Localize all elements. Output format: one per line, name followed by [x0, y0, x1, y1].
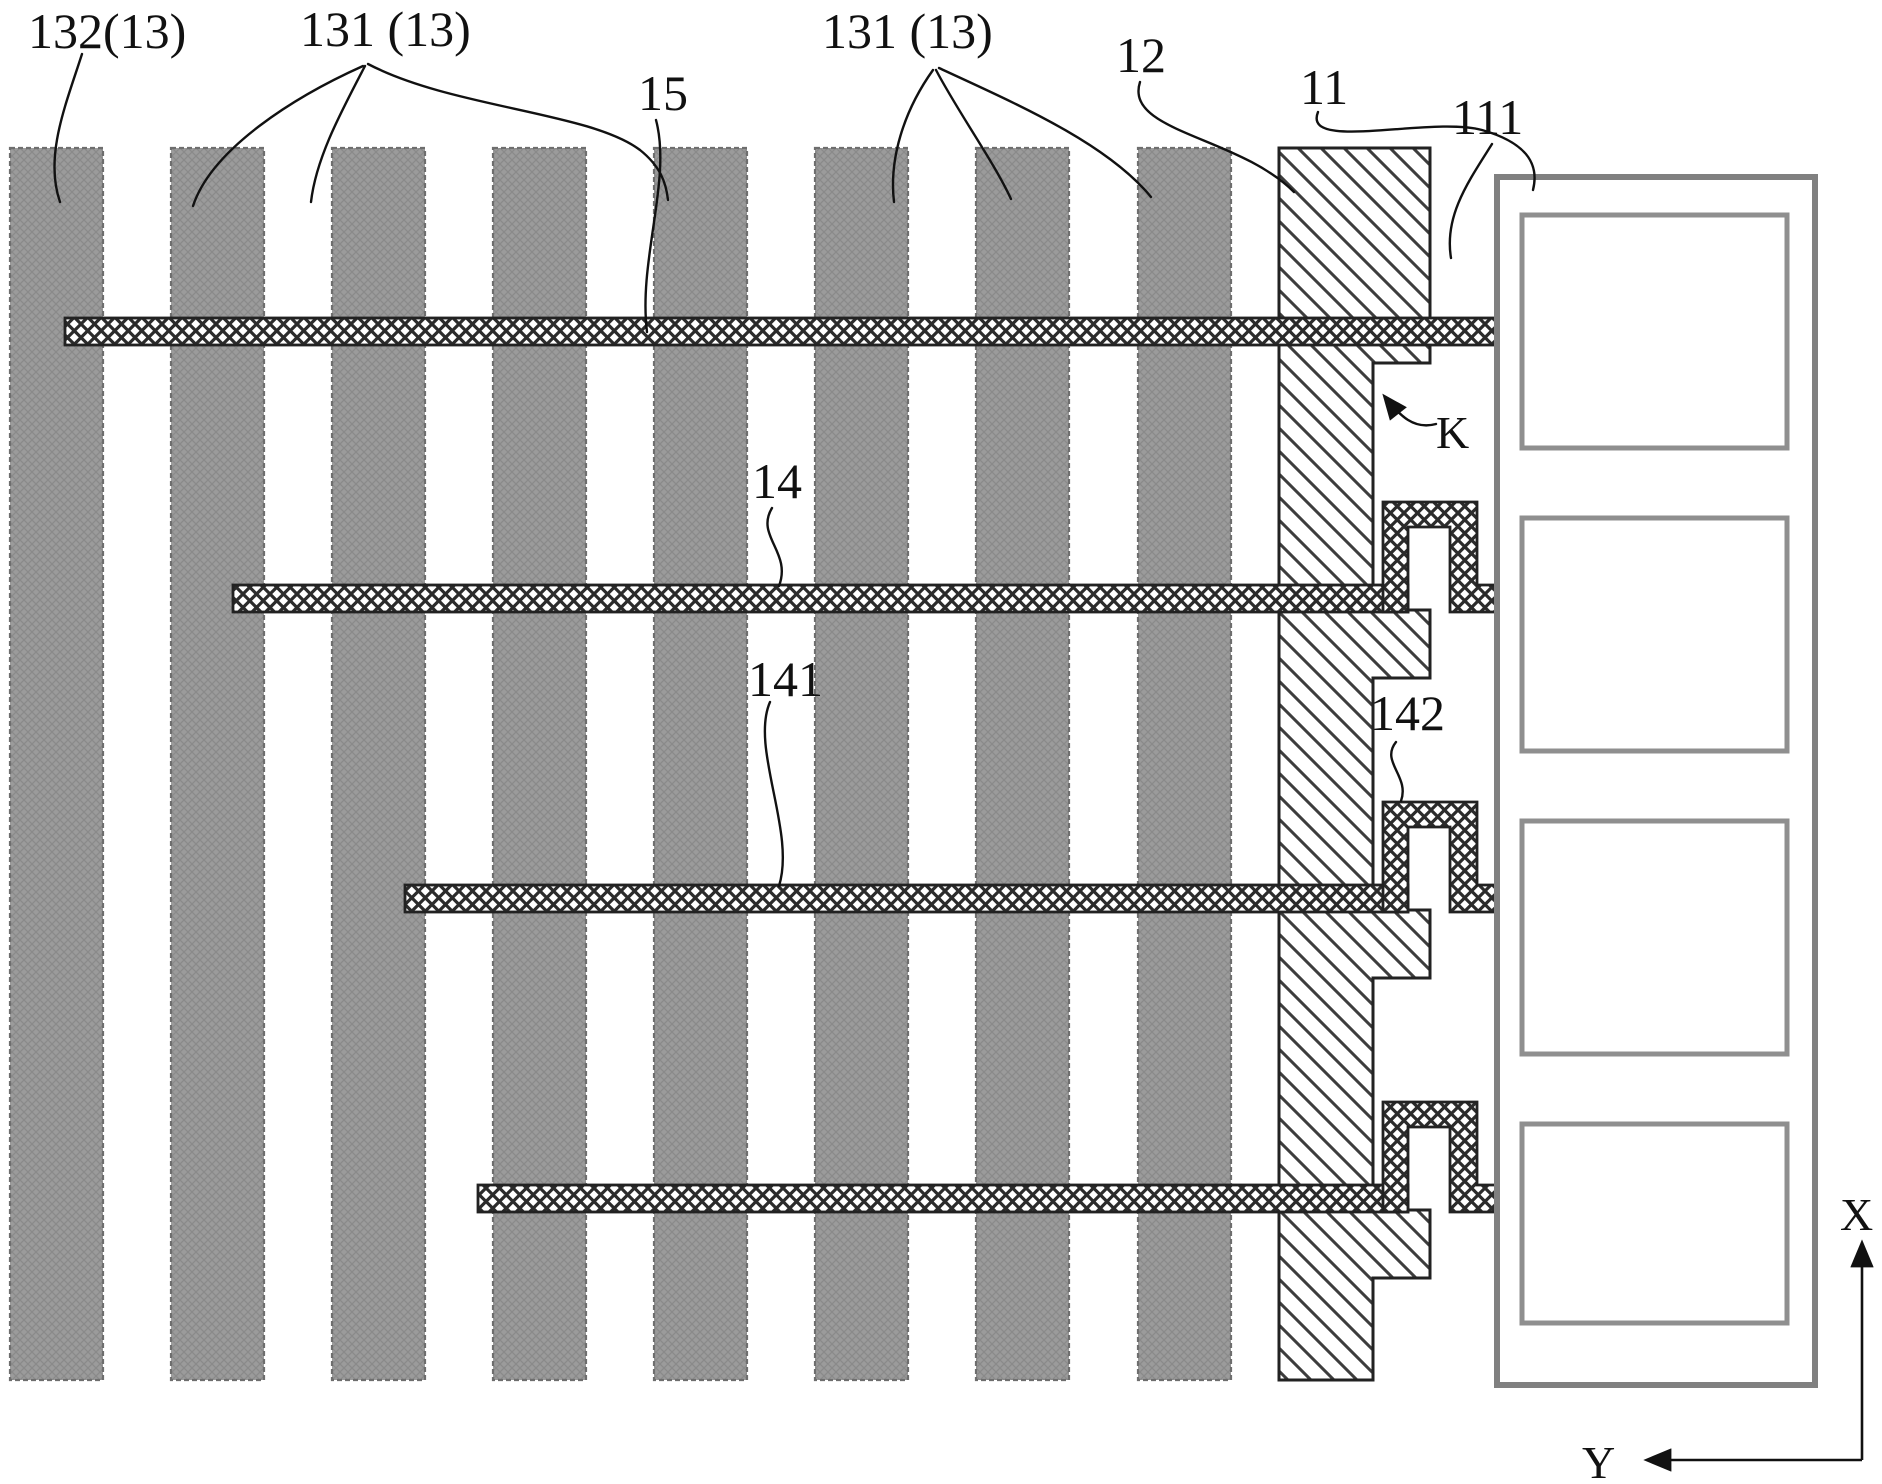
leader-14: [766, 506, 783, 588]
leader-111: [1448, 142, 1494, 260]
leader-131b-3: [937, 66, 1153, 199]
label-12: 12: [1116, 27, 1166, 83]
leader-141: [763, 700, 784, 888]
signal-line-131: [1136, 146, 1233, 1382]
label-axis-y: Y: [1582, 1437, 1615, 1484]
k-arrow: [1382, 393, 1438, 427]
axis-indicator: [1643, 1239, 1874, 1472]
pad-111: [1519, 212, 1790, 451]
label-141: 141: [748, 651, 823, 707]
leader-131a-2: [309, 64, 367, 204]
signal-line-131: [652, 146, 749, 1382]
leader-11: [1315, 110, 1536, 192]
leader-15: [644, 118, 662, 334]
trace-141: [403, 883, 1410, 914]
label-k: K: [1436, 407, 1469, 458]
leader-131a-1: [191, 64, 365, 208]
label-131b: 131 (13): [822, 3, 993, 59]
signal-line-132: [8, 146, 105, 1382]
trace-14: [231, 583, 1410, 614]
label-111: 111: [1452, 89, 1523, 145]
leader-12: [1137, 80, 1296, 194]
leader-131b-2: [934, 68, 1013, 201]
hook-connectors: [1381, 500, 1499, 1214]
signal-line-131: [330, 146, 427, 1382]
label-142: 142: [1370, 685, 1445, 741]
signal-line-131: [169, 146, 266, 1382]
pad-111: [1519, 1121, 1790, 1326]
trace-15: [63, 316, 1499, 347]
label-131a: 131 (13): [300, 1, 471, 57]
label-15: 15: [638, 65, 688, 121]
label-132: 132(13): [28, 3, 186, 59]
leader-lines: [53, 52, 1536, 888]
label-11: 11: [1300, 59, 1348, 115]
connector-142-mid: [1381, 800, 1499, 914]
signal-line-131: [974, 146, 1071, 1382]
label-axis-x: X: [1840, 1189, 1873, 1240]
connector-142-bottom: [1381, 1100, 1499, 1214]
pad-111: [1519, 818, 1790, 1057]
signal-bars: [8, 146, 1233, 1382]
electrode-strip-12: [1277, 146, 1432, 1382]
leader-142: [1390, 740, 1404, 803]
trace-bottom: [476, 1183, 1410, 1214]
leader-132: [53, 52, 84, 204]
connector-142-top: [1381, 500, 1499, 614]
pad-111: [1519, 515, 1790, 754]
pads-111: [1519, 212, 1790, 1326]
signal-line-131: [813, 146, 910, 1382]
signal-line-131: [491, 146, 588, 1382]
leader-131b-1: [891, 68, 935, 204]
label-14: 14: [752, 453, 802, 509]
figure-labels: 132(13) 131 (13) 15 131 (13) 12 11 111 1…: [28, 1, 1873, 1484]
